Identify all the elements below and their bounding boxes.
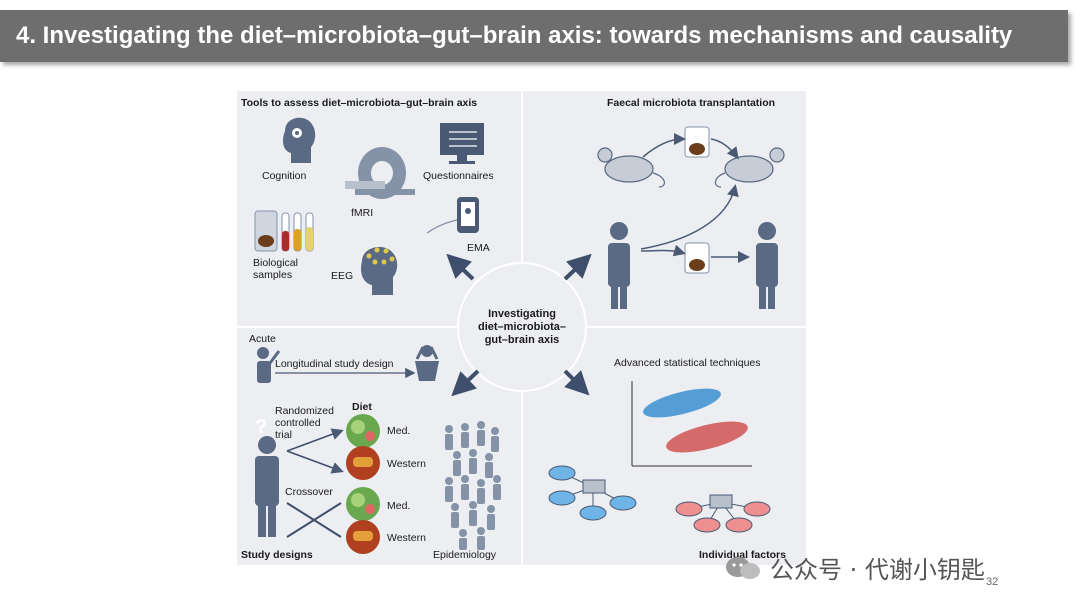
network-red-icon <box>675 494 771 533</box>
longitudinal-label: Longitudinal study design <box>275 358 394 370</box>
stats-label: Advanced statistical techniques <box>614 357 761 369</box>
western-label-2: Western <box>387 532 426 544</box>
western-food-1-icon <box>346 446 380 480</box>
study-designs-heading: Study designs <box>241 549 313 561</box>
human-right-icon <box>756 222 778 309</box>
network-blue-icon <box>548 465 637 521</box>
center-circle <box>457 262 587 392</box>
arrow-top-right <box>563 253 592 281</box>
epidemiology-crowd-icon <box>445 421 501 550</box>
eeg-icon <box>361 246 398 295</box>
rct-line-3: trial <box>275 429 292 441</box>
longitudinal-person-icon <box>415 345 439 381</box>
fmri-icon <box>345 147 415 199</box>
center-label: Investigating diet–microbiota– gut–brain… <box>473 308 571 347</box>
scatter-red-cluster <box>666 421 748 453</box>
rct-line-2: controlled <box>275 417 321 429</box>
mouse-right-icon <box>714 147 785 188</box>
slide-title: 4. Investigating the diet–microbiota–gut… <box>16 22 1013 49</box>
page-number: 32 <box>986 576 999 588</box>
acute-label: Acute <box>249 333 276 345</box>
human-left-icon <box>608 222 630 309</box>
questionnaire-icon <box>440 123 484 164</box>
western-food-2-icon <box>346 520 380 554</box>
individual-factors-heading: Individual factors <box>699 549 786 561</box>
med-food-2-icon <box>346 487 380 521</box>
med-label-2: Med. <box>387 500 411 512</box>
watermark-text: 公众号 · 代谢小钥匙 <box>770 556 985 584</box>
fmt-arrows <box>640 133 750 263</box>
scatter-blue-cluster <box>643 388 721 418</box>
figure-graphics: ? <box>237 91 806 565</box>
svg-text:?: ? <box>255 416 267 438</box>
biological-samples-label: Biological samples <box>253 257 298 281</box>
arrow-bottom-right <box>563 369 590 396</box>
eeg-label: EEG <box>331 270 354 282</box>
rct-line-1: Randomized <box>275 405 334 417</box>
diet-label: Diet <box>352 401 372 413</box>
diet-microbiota-figure: ? <box>237 91 806 565</box>
center-label-line-3: gut–brain axis <box>484 334 560 346</box>
biological-samples-icon <box>254 210 314 252</box>
epidemiology-label: Epidemiology <box>433 549 497 561</box>
center-label-line-1: Investigating <box>488 308 556 320</box>
ema-label: EMA <box>467 242 490 254</box>
western-label-1: Western <box>387 458 426 470</box>
fmri-label: fMRI <box>351 207 374 219</box>
biological-line-1: Biological <box>253 257 298 269</box>
arrow-top-left <box>446 253 475 281</box>
wechat-icon <box>726 557 760 579</box>
med-label-1: Med. <box>387 425 411 437</box>
med-food-1-icon <box>346 414 380 448</box>
rct-person-icon: ? <box>255 416 279 537</box>
cognition-label: Cognition <box>262 170 307 182</box>
mouse-left-icon <box>597 147 665 188</box>
questionnaires-label: Questionnaires <box>423 170 494 182</box>
cognition-icon <box>283 117 316 163</box>
rct-label: Randomized controlled trial <box>275 405 334 441</box>
sample-jar-bottom-icon <box>684 242 710 274</box>
scatter-plot <box>631 381 752 467</box>
biological-line-2: samples <box>253 269 293 281</box>
slide-title-bar: 4. Investigating the diet–microbiota–gut… <box>0 10 1068 62</box>
center-label-line-2: diet–microbiota– <box>477 321 567 333</box>
acute-person-icon <box>257 347 281 383</box>
fmt-heading: Faecal microbiota transplantation <box>607 97 776 109</box>
ema-icon <box>426 197 479 234</box>
sample-jar-top-icon <box>684 126 710 158</box>
center-arrows <box>446 253 592 397</box>
tools-heading: Tools to assess diet–microbiota–gut–brai… <box>241 97 478 109</box>
arrow-bottom-left <box>451 369 480 397</box>
crossover-label: Crossover <box>285 486 333 498</box>
rct-arrows <box>286 428 344 538</box>
